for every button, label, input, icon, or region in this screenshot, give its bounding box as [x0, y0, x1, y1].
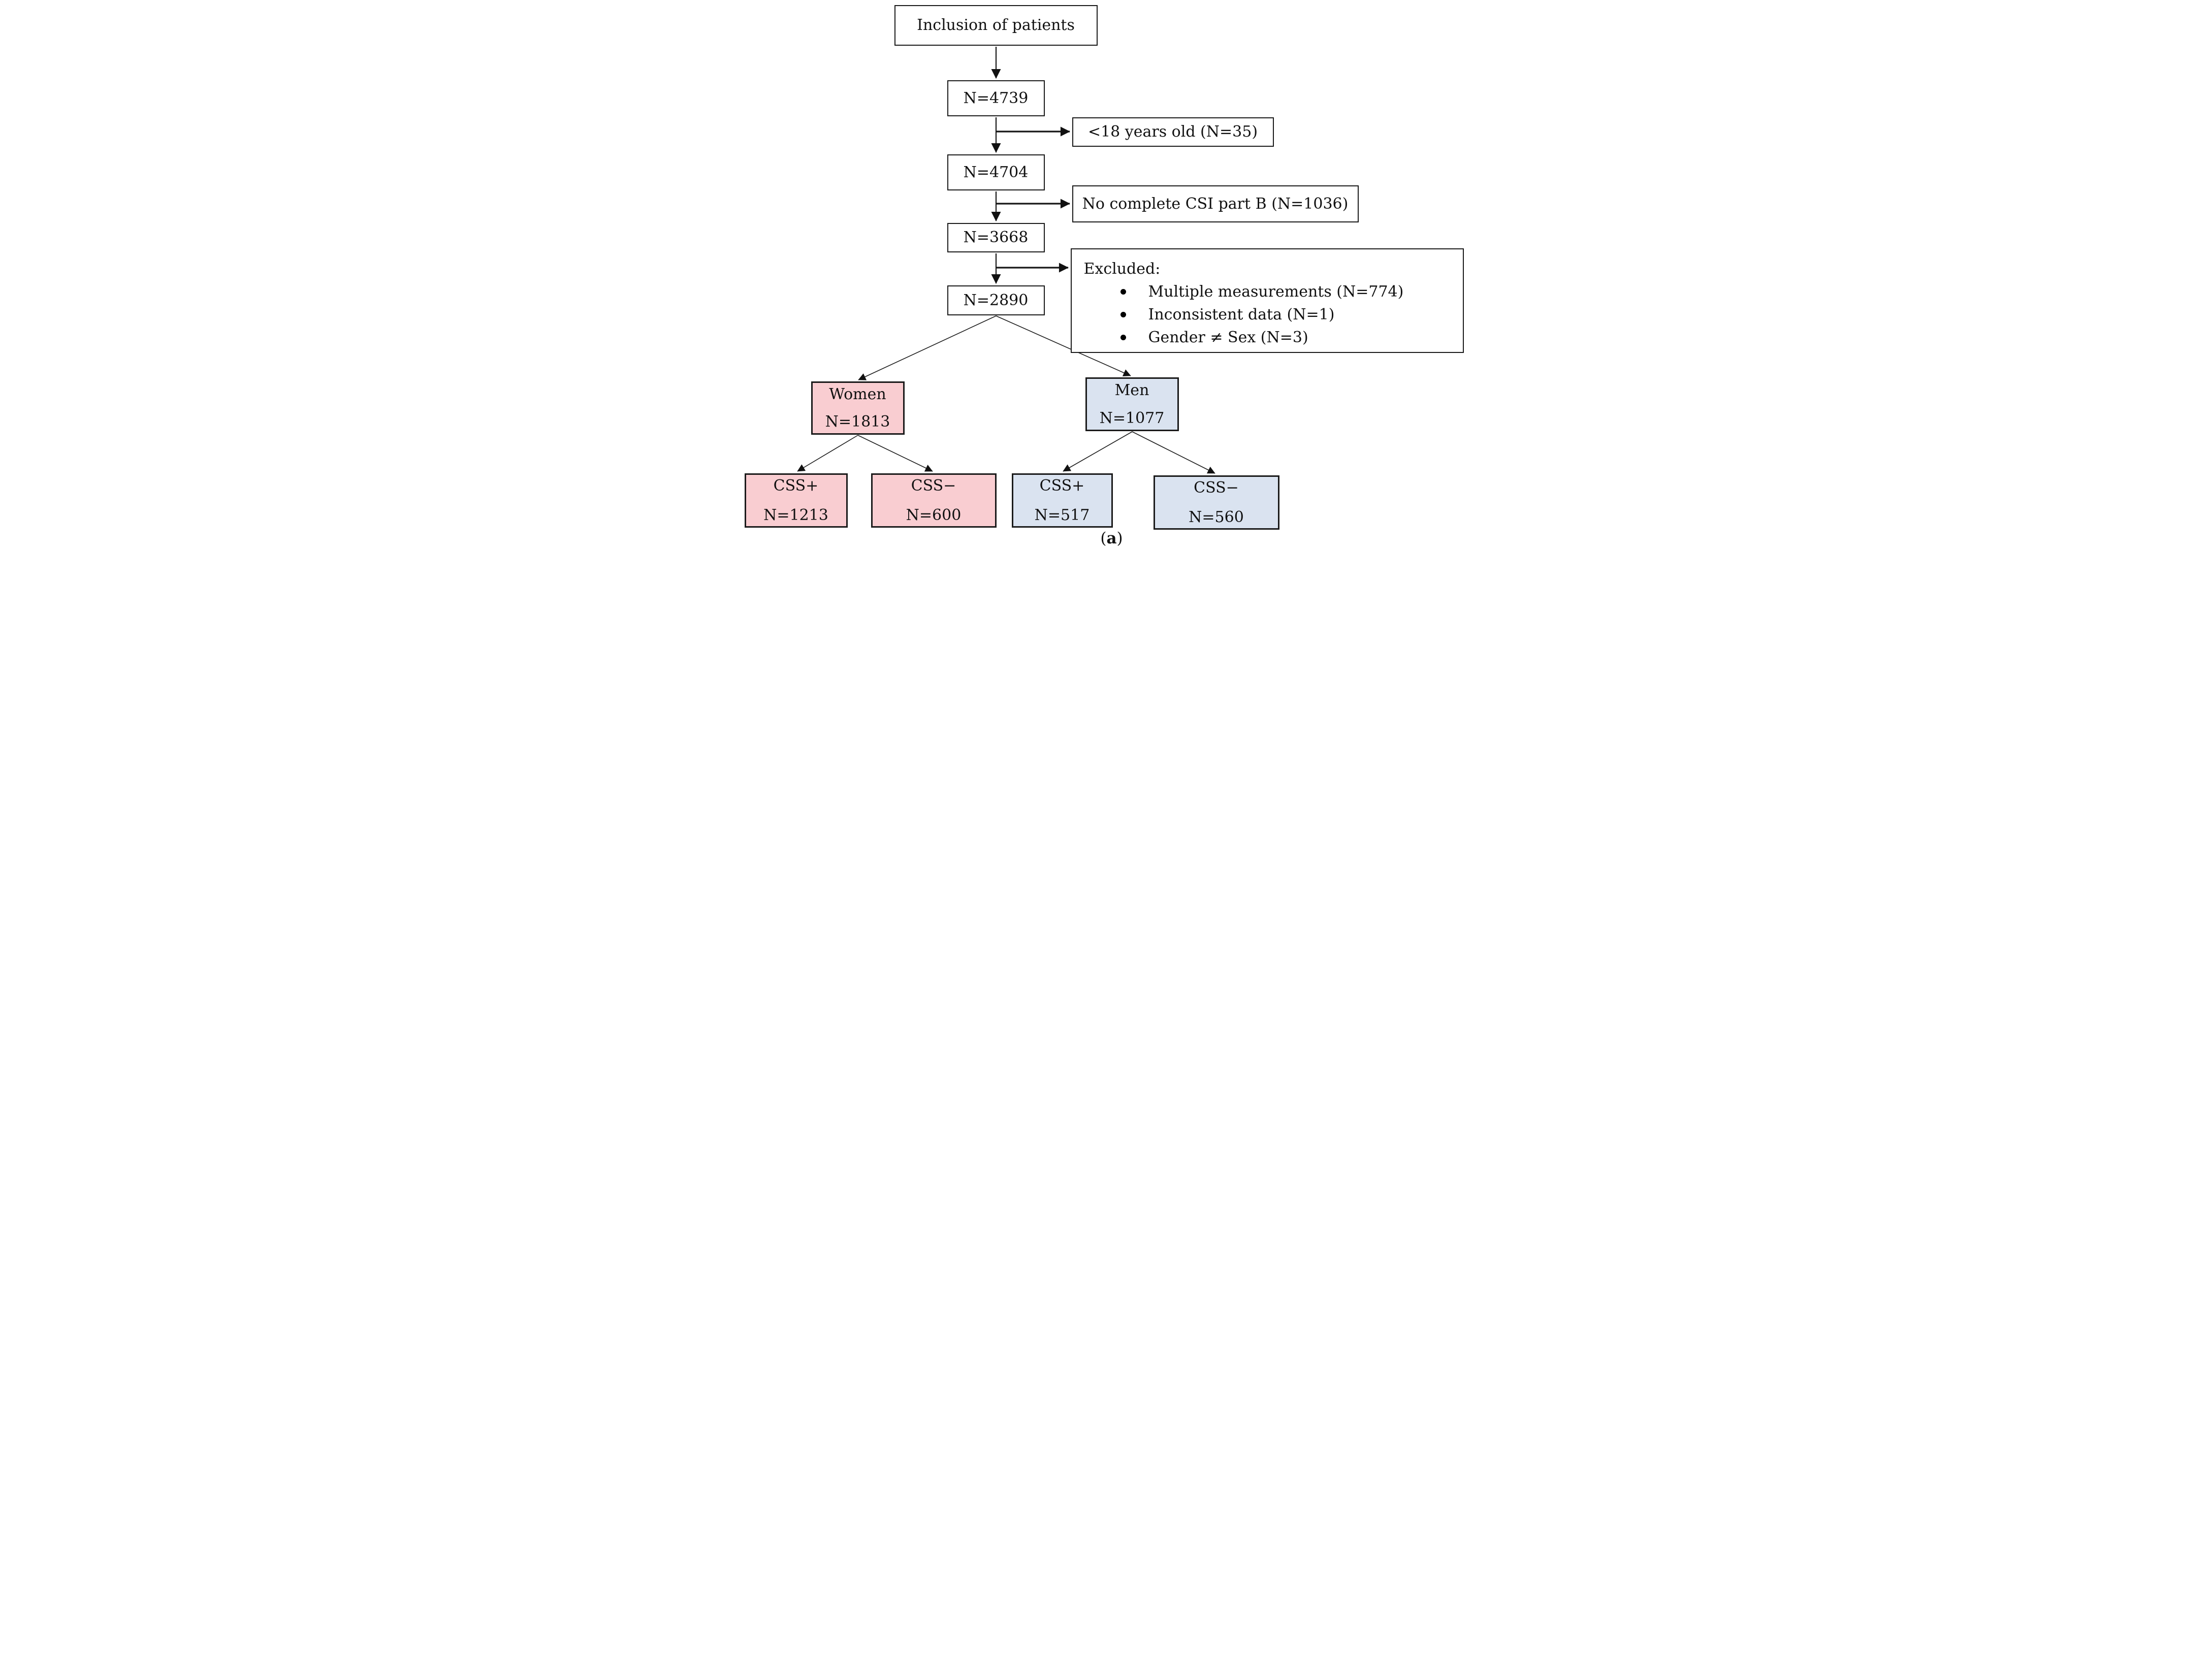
patient-flow-diagram: Inclusion of patients N=4739 <18 years o… — [739, 0, 1471, 556]
excluded-item-label: Multiple measurements (N=774) — [1148, 283, 1404, 301]
excluded-item-label: Inconsistent data (N=1) — [1148, 306, 1335, 324]
node-n2890: N=2890 — [947, 285, 1045, 315]
arrow-n2890-to-men — [996, 315, 1131, 377]
caption-letter: a — [1106, 529, 1117, 547]
caption-paren-close: ) — [1116, 529, 1123, 547]
node-n4704: N=4704 — [947, 154, 1045, 190]
excluded-item: Multiple measurements (N=774) — [1120, 280, 1404, 303]
node-label: Men — [1114, 381, 1149, 399]
node-women: Women N=1813 — [811, 381, 905, 435]
node-label: N=4704 — [963, 163, 1029, 181]
node-inclusion-of-patients: Inclusion of patients — [894, 5, 1098, 46]
arrow-women-to-css-neg — [857, 435, 933, 472]
node-under-18-excluded: <18 years old (N=35) — [1072, 117, 1274, 147]
excluded-title: Excluded: — [1083, 260, 1161, 278]
node-n3668: N=3668 — [947, 223, 1045, 252]
bullet-dot-icon — [1120, 312, 1126, 317]
node-n4739: N=4739 — [947, 80, 1045, 116]
node-label: CSS− — [1194, 478, 1239, 497]
bullet-dot-icon — [1120, 289, 1126, 295]
node-label: CSS+ — [1039, 476, 1085, 495]
node-men-css-negative: CSS− N=560 — [1153, 475, 1279, 530]
node-label: N=4739 — [963, 89, 1029, 107]
excluded-item-label: Gender ≠ Sex (N=3) — [1148, 329, 1308, 346]
excluded-item: Inconsistent data (N=1) — [1120, 303, 1335, 326]
node-label: Women — [829, 385, 886, 403]
bullet-dot-icon — [1120, 335, 1126, 340]
figure-caption: (a) — [1071, 529, 1152, 547]
node-no-complete-csi: No complete CSI part B (N=1036) — [1072, 185, 1359, 222]
node-label: <18 years old (N=35) — [1087, 123, 1258, 141]
node-label: CSS+ — [773, 476, 819, 495]
node-count: N=1077 — [1099, 409, 1165, 427]
caption-paren-open: ( — [1100, 529, 1107, 547]
node-count: N=600 — [906, 506, 962, 524]
node-men-css-positive: CSS+ N=517 — [1011, 473, 1113, 528]
node-men: Men N=1077 — [1085, 377, 1179, 431]
excluded-item: Gender ≠ Sex (N=3) — [1120, 326, 1308, 349]
arrow-women-to-css-pos — [796, 435, 858, 472]
node-women-css-positive: CSS+ N=1213 — [744, 473, 848, 528]
node-label: N=3668 — [963, 229, 1029, 247]
node-count: N=1213 — [763, 506, 828, 524]
node-count: N=1813 — [825, 413, 890, 431]
node-count: N=517 — [1034, 506, 1090, 524]
node-label: CSS− — [911, 476, 956, 495]
connector-lines — [796, 47, 1215, 474]
node-count: N=560 — [1189, 508, 1244, 526]
arrow-n2890-to-women — [857, 315, 996, 380]
node-excluded-list: Excluded: Multiple measurements (N=774) … — [1070, 248, 1464, 353]
node-label: No complete CSI part B (N=1036) — [1082, 195, 1349, 213]
node-label: Inclusion of patients — [917, 16, 1075, 35]
node-label: N=2890 — [963, 291, 1029, 309]
arrow-men-to-css-pos — [1062, 431, 1132, 472]
node-women-css-negative: CSS− N=600 — [871, 473, 997, 528]
arrow-men-to-css-neg — [1132, 431, 1215, 474]
